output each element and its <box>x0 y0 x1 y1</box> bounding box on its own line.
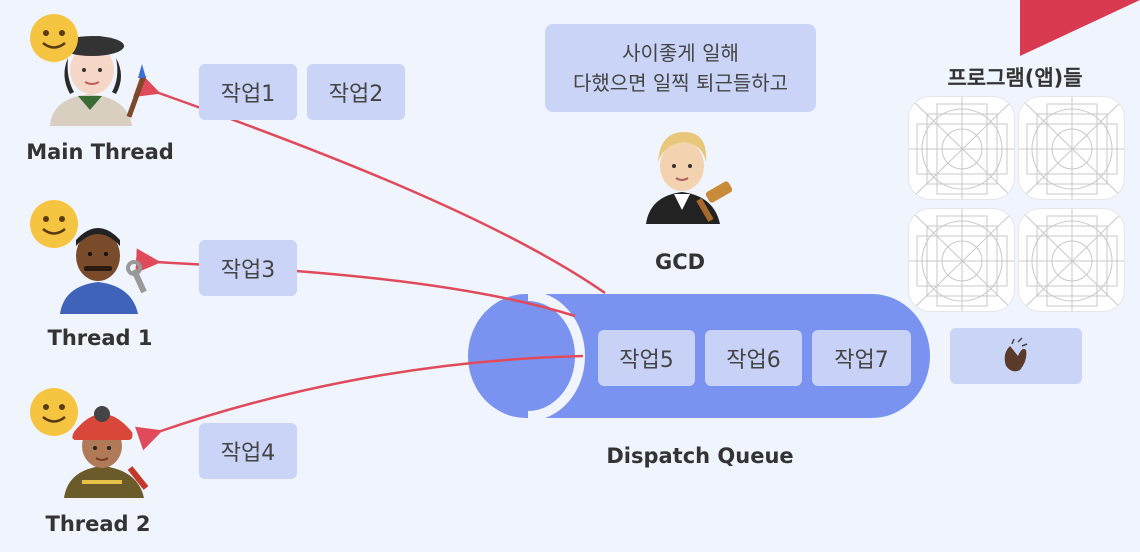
task-5: 작업5 <box>598 330 695 386</box>
app-grid-icon <box>1019 97 1124 199</box>
app-grid-icon <box>909 209 1014 311</box>
clap-box <box>950 328 1082 384</box>
gcd-label: GCD <box>654 250 706 274</box>
bubble-line-2: 다했으면 일찍 퇴근들하고 <box>572 71 789 95</box>
clapping-hands-icon <box>1004 337 1028 372</box>
corner-triangle <box>1020 0 1140 56</box>
thread-2-avatar <box>64 406 149 498</box>
app-icon-1 <box>908 96 1015 200</box>
task-1: 작업1 <box>199 64 297 120</box>
task-6: 작업6 <box>705 330 802 386</box>
thread-1-label: Thread 1 <box>47 326 153 350</box>
bubble-line-1: 사이좋게 일해 <box>622 41 739 65</box>
task-4: 작업4 <box>199 423 297 479</box>
gcd-speech-bubble: 사이좋게 일해 다했으면 일찍 퇴근들하고 <box>545 24 816 112</box>
task-7: 작업7 <box>812 330 911 386</box>
app-icon-4 <box>1018 208 1125 312</box>
thread-2-label: Thread 2 <box>45 512 151 536</box>
task-2: 작업2 <box>307 64 405 120</box>
app-grid-icon <box>1019 209 1124 311</box>
task-3: 작업3 <box>199 240 297 296</box>
thread-2-smiley-icon <box>30 388 78 436</box>
arrow-to-thread-2 <box>135 354 584 451</box>
app-icon-2 <box>1018 96 1125 200</box>
main-thread-smiley-icon <box>30 14 78 62</box>
gcd-judge-avatar <box>646 132 733 224</box>
thread-1-smiley-icon <box>30 200 78 248</box>
apps-label: 프로그램(앱)들 <box>947 66 1083 90</box>
main-thread-label: Main Thread <box>26 140 174 164</box>
thread-1-avatar <box>60 228 147 314</box>
app-grid-icon <box>909 97 1014 199</box>
dispatch-queue-label: Dispatch Queue <box>606 444 794 468</box>
app-icon-3 <box>908 208 1015 312</box>
